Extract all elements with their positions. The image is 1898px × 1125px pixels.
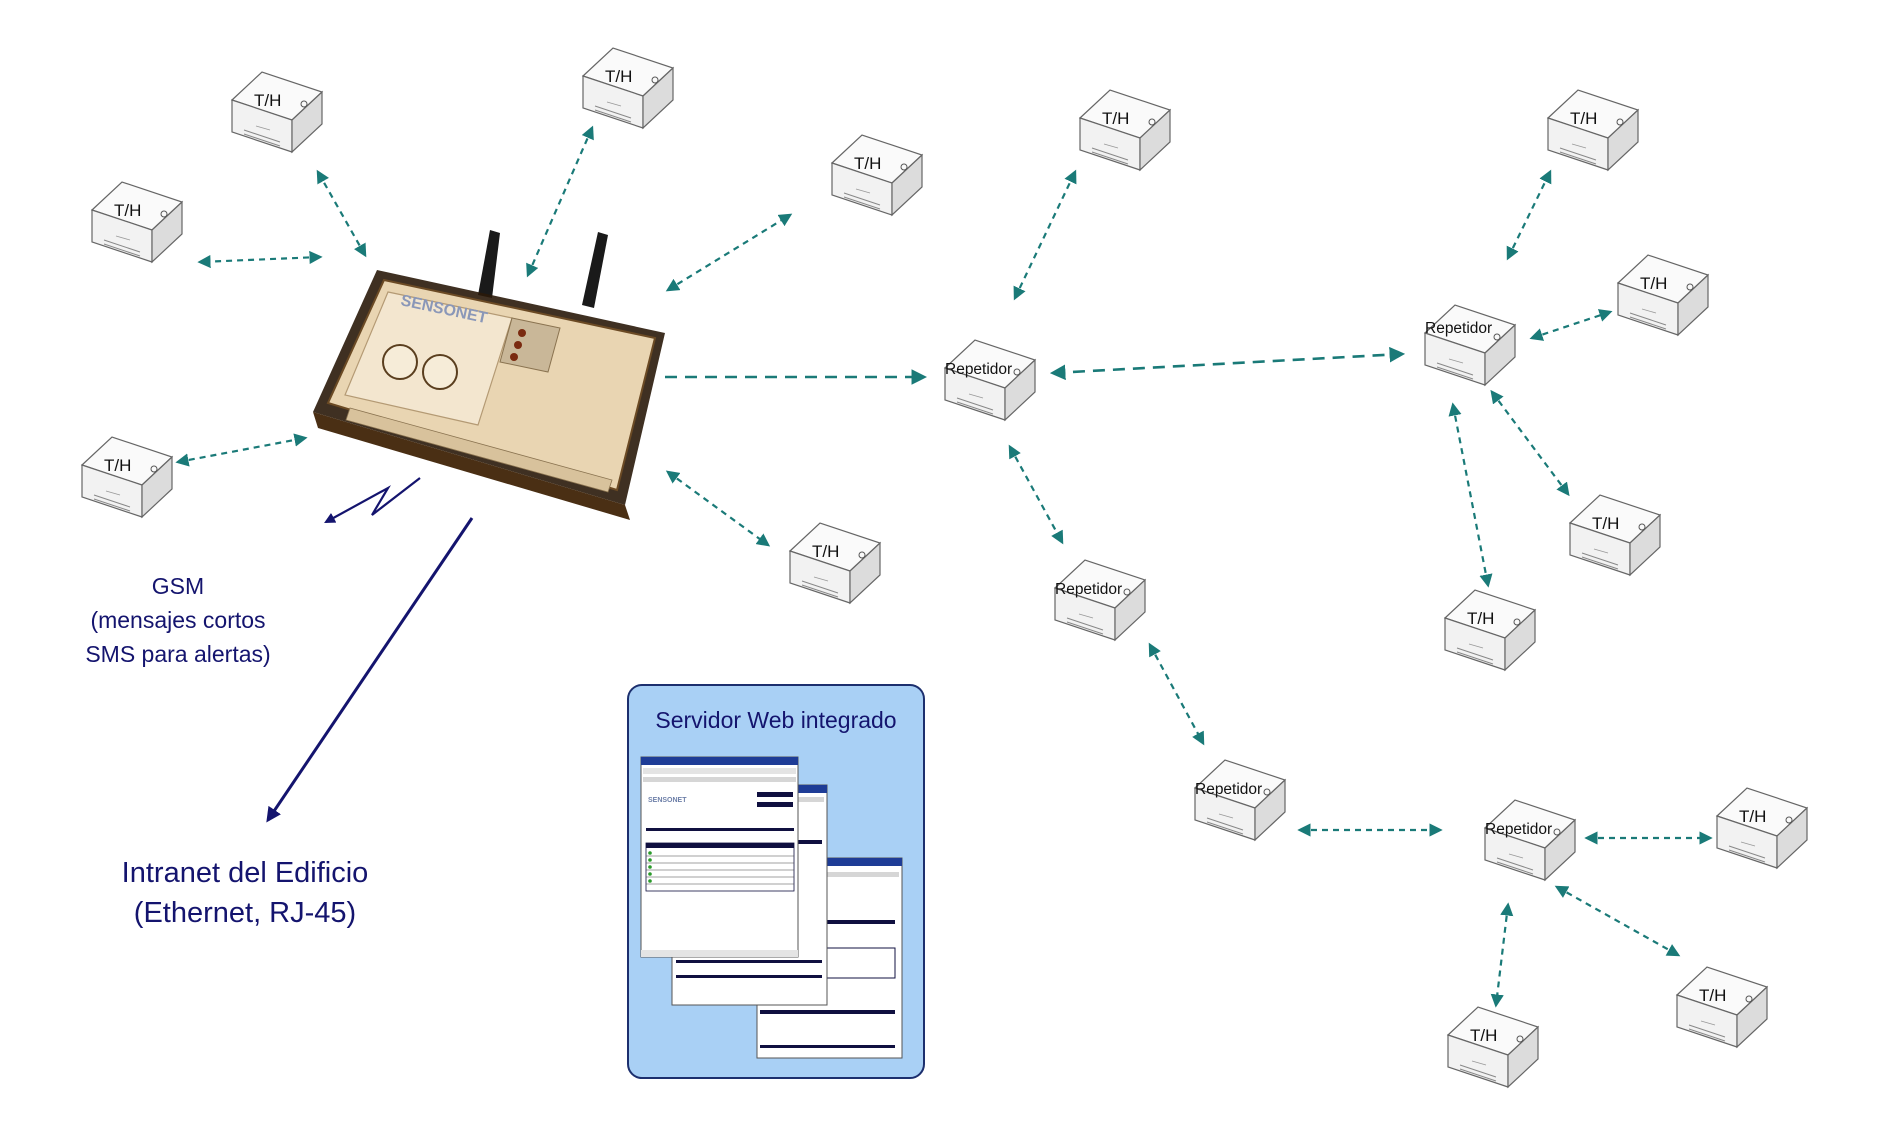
web-server-title: Servidor Web integrado (655, 707, 896, 733)
repeater-box-icon (1054, 559, 1146, 641)
link-rep1-rep2 (1049, 346, 1406, 381)
repeater-box-icon (1484, 799, 1576, 881)
link-rep5-th13 (1554, 885, 1681, 957)
lightning-bolt-icon (324, 477, 421, 524)
link-gw-th5 (175, 433, 308, 467)
link-rep2-th10 (1490, 389, 1570, 497)
sensor-box-icon (831, 134, 923, 216)
th-label: T/H (104, 456, 131, 475)
sensor-box-icon (1444, 589, 1536, 671)
th-sensor: T/H (1716, 787, 1808, 869)
sensor-box-icon (1716, 787, 1808, 869)
th-sensor: T/H (91, 181, 183, 263)
sensor-box-icon (91, 181, 183, 263)
repeater: Repetidor (1484, 799, 1576, 881)
th-label: T/H (1467, 609, 1494, 628)
repeater: Repetidor (1054, 559, 1146, 641)
th-sensor: T/H (1444, 589, 1536, 671)
sensor-box-icon (1447, 1006, 1539, 1088)
th-sensor: T/H (231, 71, 323, 153)
th-label: T/H (254, 91, 281, 110)
link-gw-th6 (665, 470, 771, 547)
repeater: Repetidor (1424, 304, 1516, 386)
sensor-box-icon (1569, 494, 1661, 576)
gsm-label-line1: GSM (152, 573, 204, 599)
repeater-label: Repetidor (945, 361, 1012, 378)
link-rep5-th14 (1490, 902, 1514, 1008)
th-sensor: T/H (1569, 494, 1661, 576)
repeater-box-icon (1194, 759, 1286, 841)
th-label: T/H (854, 154, 881, 173)
link-rep3-rep4 (1148, 642, 1205, 746)
link-gw-th3 (526, 125, 594, 278)
th-label: T/H (1570, 109, 1597, 128)
th-label: T/H (605, 67, 632, 86)
repeater-label: Repetidor (1055, 581, 1122, 598)
gsm-label-line3: SMS para alertas) (85, 641, 270, 667)
link-rep1-th7 (1013, 169, 1077, 301)
repeater: Repetidor (1194, 759, 1286, 841)
th-sensor: T/H (81, 436, 173, 518)
sensor-box-icon (582, 47, 674, 129)
link-gw-th2 (316, 169, 367, 258)
repeater: Repetidor (944, 339, 1036, 421)
link-gw-th4 (665, 213, 793, 292)
repeater-box-icon (1424, 304, 1516, 386)
link-rep2-th11 (1448, 402, 1493, 588)
gateway-device-icon: SENSONET (313, 230, 665, 520)
link-rep2-th8 (1506, 169, 1552, 261)
sensor-box-icon (1676, 966, 1768, 1048)
link-rep1-rep3 (1008, 444, 1064, 545)
connections (175, 125, 1713, 1008)
sensor-box-icon (1547, 89, 1639, 171)
gsm-label-line2: (mensajes cortos (90, 607, 265, 633)
intranet-label-line2: (Ethernet, RJ-45) (134, 897, 356, 929)
link-rep2-th9 (1529, 309, 1613, 341)
browser-screenshot-icon: SENSONET (640, 756, 903, 1059)
th-label: T/H (114, 201, 141, 220)
svg-text:SENSONET: SENSONET (648, 797, 687, 804)
th-sensor: T/H (1447, 1006, 1539, 1088)
th-label: T/H (1470, 1026, 1497, 1045)
th-label: T/H (1102, 109, 1129, 128)
repeater-box-icon (944, 339, 1036, 421)
repeater-label: Repetidor (1425, 320, 1492, 337)
sensor-box-icon (1079, 89, 1171, 171)
repeater-label: Repetidor (1485, 821, 1552, 838)
intranet-label-line1: Intranet del Edificio (122, 857, 369, 889)
sensor-box-icon (1617, 254, 1709, 336)
th-sensor: T/H (789, 522, 881, 604)
th-sensor: T/H (1547, 89, 1639, 171)
th-label: T/H (812, 542, 839, 561)
repeater-label: Repetidor (1195, 781, 1262, 798)
th-label: T/H (1739, 807, 1766, 826)
th-sensor: T/H (1079, 89, 1171, 171)
web-server-panel: Servidor Web integrado SENSONET (627, 684, 925, 1079)
th-sensor: T/H (582, 47, 674, 129)
th-sensor: T/H (1617, 254, 1709, 336)
link-gw-th1 (197, 250, 323, 269)
th-sensor: T/H (1676, 966, 1768, 1048)
th-label: T/H (1640, 274, 1667, 293)
th-label: T/H (1592, 514, 1619, 533)
intranet-arrow (266, 517, 474, 823)
th-label: T/H (1699, 986, 1726, 1005)
sensor-box-icon (81, 436, 173, 518)
sensor-box-icon (231, 71, 323, 153)
th-sensor: T/H (831, 134, 923, 216)
sensor-box-icon (789, 522, 881, 604)
